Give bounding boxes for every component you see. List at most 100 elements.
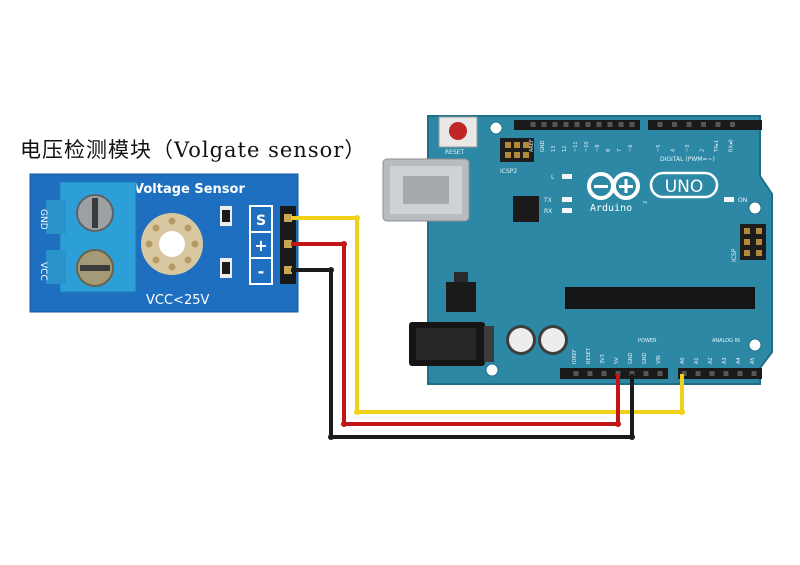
power-pin-label: 5V — [614, 357, 620, 364]
analog-pin-label: A0 — [680, 357, 686, 364]
digital-header — [514, 120, 762, 130]
power-header — [560, 368, 668, 379]
terminal-vcc-label: VCC — [38, 262, 48, 281]
digital-pin-label: ~9 — [595, 145, 601, 152]
usb-chip — [513, 196, 539, 222]
analog-pin-socket — [751, 371, 757, 376]
power-pin-label: IOREF — [572, 349, 578, 364]
digital-pin-label: 13 — [551, 146, 557, 152]
uno-model-label: UNO — [665, 177, 704, 197]
digital-pin-label: 12 — [562, 146, 568, 152]
icsp-header — [740, 224, 766, 260]
digital-pin-socket — [672, 122, 677, 127]
led-label-l: L — [551, 174, 555, 181]
digital-pin-label: AREF — [529, 139, 535, 152]
mount-hole — [748, 201, 762, 215]
analog-pin-label: A3 — [722, 357, 728, 364]
board-outline — [427, 115, 773, 385]
digital-pin-socket — [618, 122, 624, 127]
digital-pin-label: 7 — [617, 149, 623, 152]
power-pin-label: RESET — [586, 347, 592, 364]
power-pin-label: VIN — [656, 355, 662, 364]
terminal-gnd-label: GND — [38, 209, 48, 230]
analog-pin-label: A2 — [708, 357, 714, 364]
digital-label: DIGITAL (PWM=~) — [660, 156, 715, 163]
digital-pin-socket — [530, 122, 536, 127]
digital-pin-label: GND — [540, 140, 546, 152]
pin-label-minus: - — [258, 262, 265, 281]
power-pin-socket — [629, 371, 635, 376]
arduino-logo — [587, 172, 640, 200]
analog-pin-label: A1 — [694, 357, 700, 364]
digital-pin-label: ~5 — [656, 145, 662, 152]
pin-label-s: S — [256, 213, 266, 229]
arduino-trademark: ™ — [642, 201, 648, 208]
voltage-regulator — [446, 272, 476, 312]
analog-pin-socket — [737, 371, 743, 376]
wires — [291, 215, 685, 440]
power-pin-label: GND — [642, 352, 648, 364]
analog-label: ANALOG IN — [712, 338, 740, 344]
reset-label: RESET — [445, 149, 465, 156]
digital-pin-socket — [541, 122, 547, 127]
digital-pin-label: 4 — [671, 149, 677, 152]
pin-label-box — [249, 205, 273, 285]
diagram-caption: 电压检测模块（Volgate sensor） — [20, 138, 367, 162]
digital-pin-socket — [563, 122, 569, 127]
power-pin-socket — [615, 371, 621, 376]
mounting-ring — [141, 213, 203, 275]
digital-pin-socket — [730, 122, 735, 127]
capacitors — [506, 325, 568, 355]
reset-button — [438, 116, 478, 148]
digital-pin-socket — [585, 122, 591, 127]
screw-terminal — [46, 181, 137, 293]
analog-header — [678, 368, 762, 379]
arduino-brand: Arduino — [590, 203, 632, 214]
icsp2-label: ICSP2 — [500, 168, 517, 175]
led-label-rx: RX — [544, 208, 552, 215]
smd-resistors — [220, 206, 232, 278]
digital-pin-socket — [574, 122, 580, 127]
power-pin-socket — [657, 371, 663, 376]
digital-pin-socket — [686, 122, 692, 127]
power-pin-socket — [643, 371, 649, 376]
digital-pin-socket — [607, 122, 613, 127]
status-leds — [562, 174, 734, 213]
digital-pin-socket — [701, 122, 706, 127]
digital-pin-socket — [657, 122, 663, 127]
digital-pin-label: RX◂0 — [729, 139, 735, 152]
analog-pin-label: A4 — [736, 357, 742, 364]
analog-pin-label: A5 — [750, 357, 756, 364]
digital-pin-label: TX▸1 — [714, 140, 720, 153]
digital-pin-label: ~3 — [685, 145, 691, 152]
on-led-label: ON — [738, 197, 747, 204]
digital-pin-socket — [629, 122, 635, 127]
digital-pin-socket — [596, 122, 602, 127]
usb-connector — [382, 158, 470, 222]
module-rating: VCC<25V — [146, 293, 209, 308]
module-title: Voltage Sensor — [134, 182, 245, 197]
header-pins — [280, 206, 296, 284]
wire-junctions — [328, 215, 685, 440]
digital-pin-label: 8 — [606, 149, 612, 152]
analog-pin-socket — [709, 371, 715, 376]
digital-pin-label: ~10 — [584, 141, 590, 152]
icsp2-header — [500, 138, 534, 162]
digital-pin-socket — [552, 122, 558, 127]
mount-hole — [489, 121, 503, 135]
analog-pin-socket — [695, 371, 701, 376]
power-jack — [409, 322, 494, 366]
uno-badge — [649, 171, 719, 199]
digital-pin-label: 2 — [700, 149, 706, 152]
power-pin-socket — [573, 371, 579, 376]
icsp-right-label: ICSP — [731, 248, 738, 262]
mount-hole — [485, 363, 499, 377]
pin-label-plus: + — [254, 236, 267, 255]
microcontroller-chip — [565, 287, 755, 309]
digital-pin-label: ~11 — [573, 141, 579, 152]
digital-pin-socket — [715, 122, 721, 127]
